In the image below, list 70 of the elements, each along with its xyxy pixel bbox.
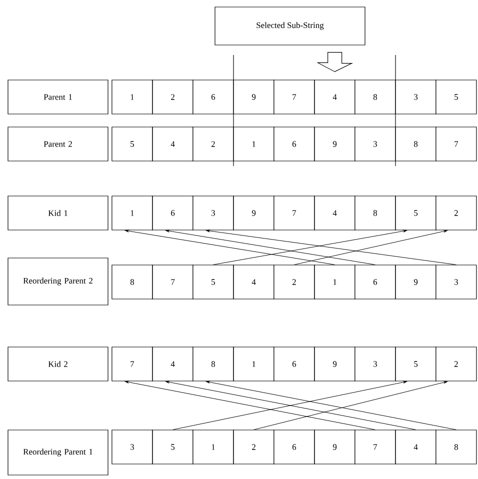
row-label-box: Kid 2 (8, 346, 108, 382)
gene-cell: 1 (112, 80, 153, 114)
gene-cell: 6 (274, 346, 315, 382)
gene-cell: 5 (395, 346, 436, 382)
gene-cell: 9 (395, 264, 436, 300)
gene-cell: 8 (354, 196, 396, 230)
gene-cell: 1 (314, 264, 356, 300)
gene-cell: 8 (112, 264, 153, 300)
gene-cell: 5 (436, 80, 477, 114)
row-label-box: Parent 1 (8, 80, 108, 114)
gene-cell: 3 (395, 80, 436, 114)
gene-cell: 4 (152, 126, 194, 162)
row-label-box: Reordering Parent 1 (8, 430, 108, 476)
gene-cell: 9 (233, 196, 274, 230)
gene-cell: 5 (152, 430, 194, 464)
block-arrow (316, 52, 354, 72)
row-label-box: Reordering Parent 2 (8, 258, 108, 306)
gene-cell: 7 (436, 126, 477, 162)
gene-cell: 9 (314, 126, 356, 162)
gene-cell: 3 (112, 430, 153, 464)
gene-cell: 6 (274, 126, 315, 162)
gene-cell: 8 (354, 80, 396, 114)
gene-cell: 2 (274, 264, 315, 300)
arrow (206, 380, 456, 430)
gene-cell: 5 (192, 264, 234, 300)
gene-cell: 7 (112, 346, 153, 382)
gene-cell: 1 (192, 430, 234, 464)
gene-cell: 6 (274, 430, 315, 464)
gene-cell: 2 (233, 430, 274, 464)
gene-cell: 9 (233, 80, 274, 114)
row-label-box: Parent 2 (8, 126, 108, 162)
gene-cell: 5 (112, 126, 153, 162)
gene-cell: 8 (436, 430, 477, 464)
arrow (165, 230, 376, 265)
gene-cell: 3 (354, 346, 396, 382)
gene-cell: 4 (233, 264, 274, 300)
arrow (294, 230, 448, 265)
gene-cell: 4 (152, 346, 194, 382)
gene-cell: 6 (354, 264, 396, 300)
gene-cell: 1 (233, 346, 274, 382)
gene-cell: 3 (192, 196, 234, 230)
gene-cell: 4 (314, 80, 356, 114)
arrow (254, 381, 448, 430)
gene-cell: 6 (192, 80, 234, 114)
arrow (124, 230, 336, 265)
gene-cell: 1 (112, 196, 153, 230)
gene-cell: 7 (152, 264, 194, 300)
gene-cell: 4 (314, 196, 356, 230)
gene-cell: 8 (395, 126, 436, 162)
gene-cell: 2 (192, 126, 234, 162)
arrow (212, 230, 408, 265)
gene-cell: 3 (436, 264, 477, 300)
gene-cell: 8 (192, 346, 234, 382)
gene-cell: 7 (274, 196, 315, 230)
gene-cell: 9 (314, 346, 356, 382)
title-box: Selected Sub-String (214, 6, 366, 46)
gene-cell: 9 (314, 430, 356, 464)
row-label-box: Kid 1 (8, 196, 108, 230)
gene-cell: 4 (395, 430, 436, 464)
gene-cell: 6 (152, 196, 194, 230)
gene-cell: 5 (395, 196, 436, 230)
gene-cell: 2 (436, 346, 477, 382)
gene-cell: 2 (436, 196, 477, 230)
gene-cell: 7 (274, 80, 315, 114)
arrow (206, 230, 456, 265)
gene-cell: 2 (152, 80, 194, 114)
arrow (124, 380, 376, 430)
gene-cell: 1 (233, 126, 274, 162)
gene-cell: 3 (354, 126, 396, 162)
gene-cell: 7 (354, 430, 396, 464)
